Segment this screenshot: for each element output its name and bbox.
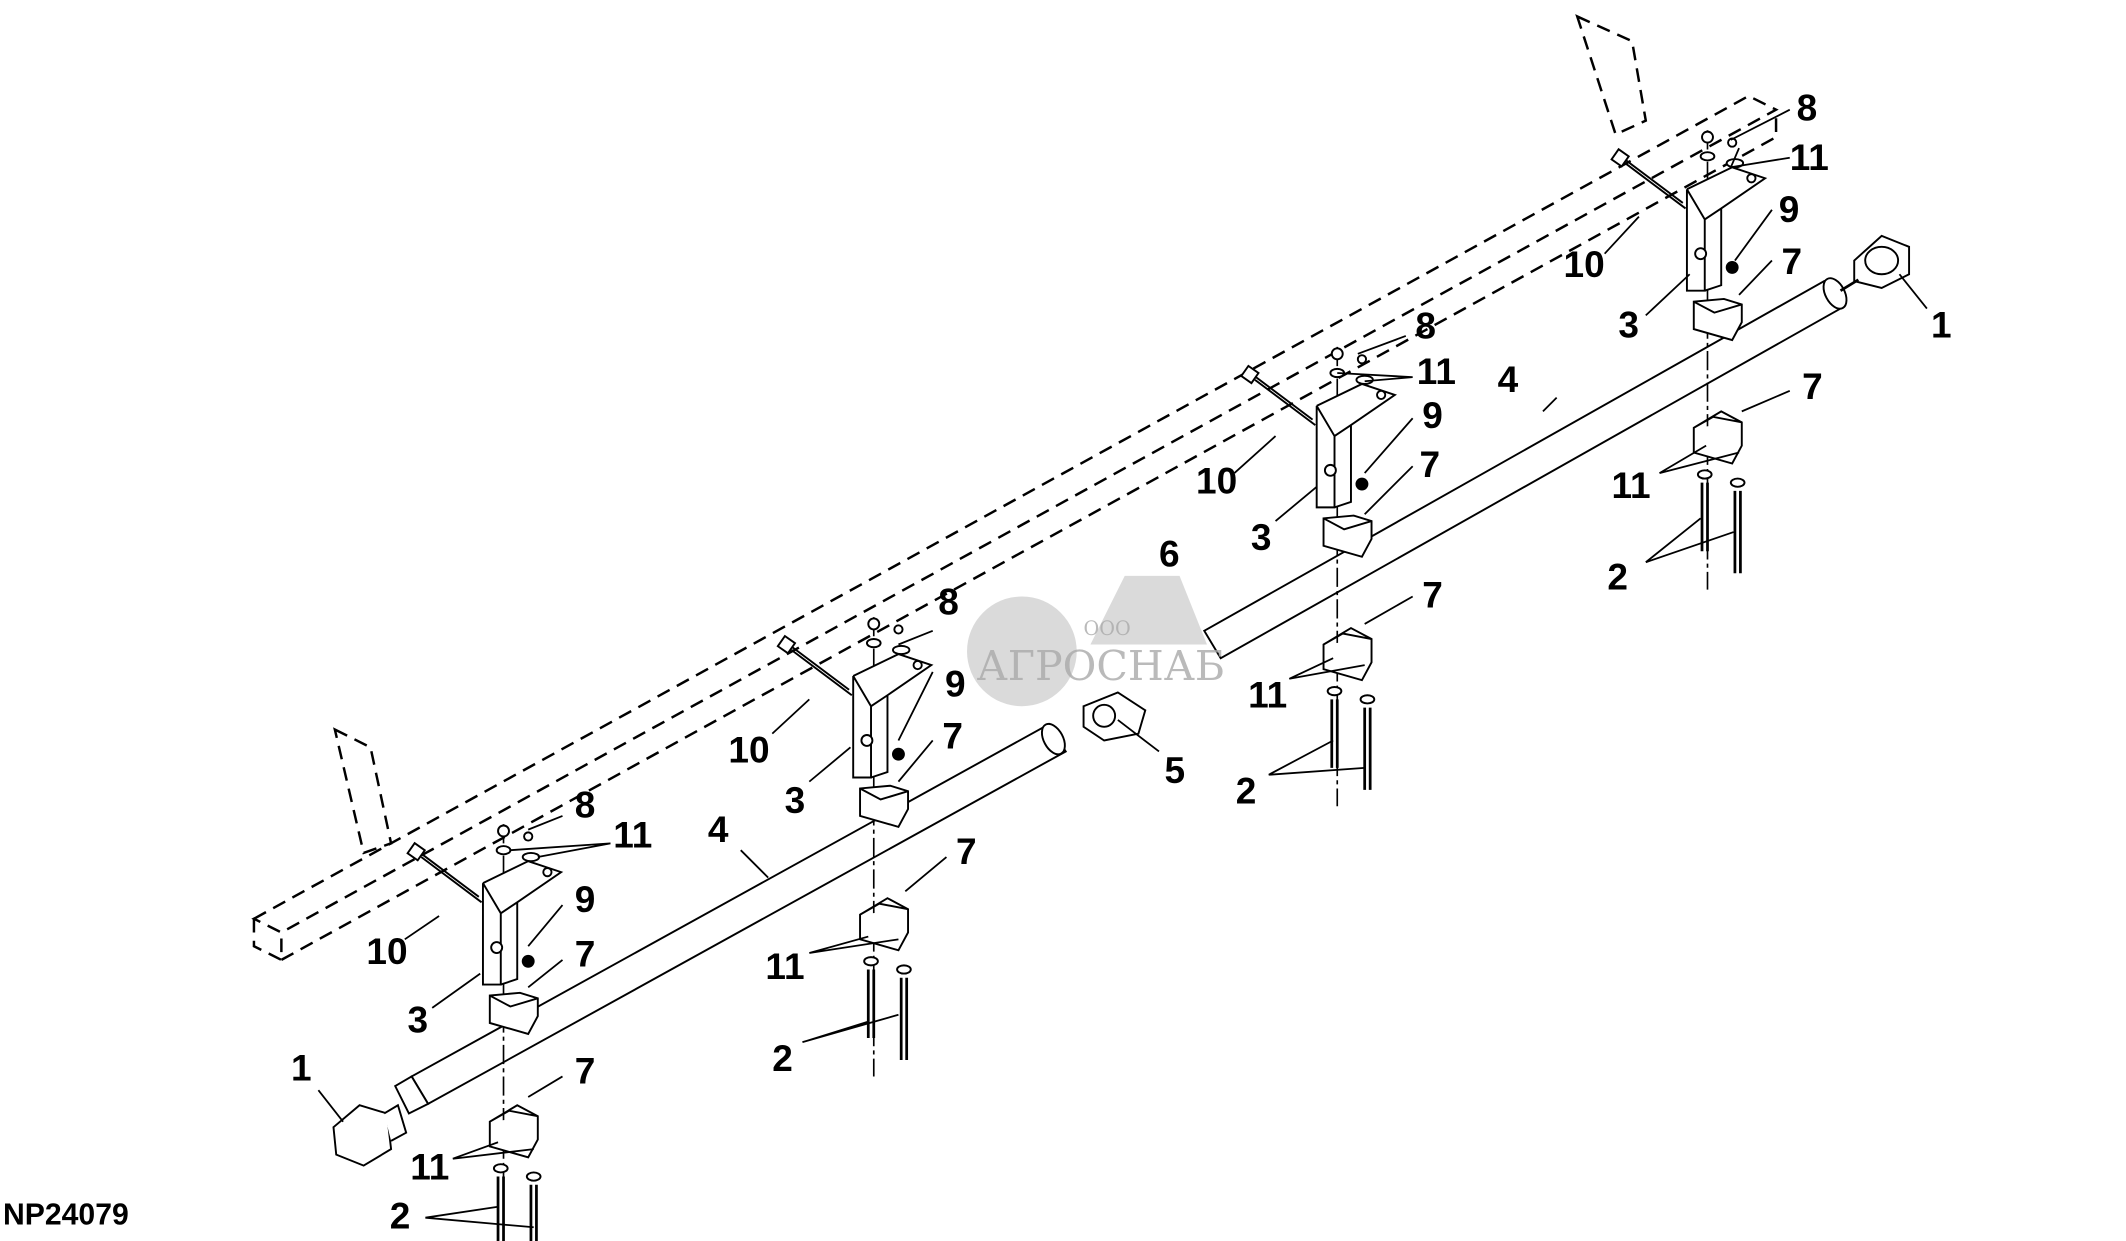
callout-10: 10	[366, 930, 407, 972]
callout-9: 9	[575, 878, 596, 920]
callout-2: 2	[1236, 770, 1257, 812]
callout-8: 8	[1415, 305, 1436, 347]
callout-8: 8	[1797, 87, 1818, 129]
callout-7: 7	[1782, 240, 1803, 282]
callout-10: 10	[728, 728, 769, 770]
callout-3: 3	[1618, 303, 1639, 345]
callout-11: 11	[1612, 464, 1651, 506]
callout-4: 4	[1498, 358, 1519, 400]
callout-11: 11	[765, 945, 804, 987]
callout-3: 3	[408, 999, 429, 1041]
callout-8: 8	[575, 783, 596, 825]
callout-11: 11	[1417, 350, 1456, 392]
diagram-code: NP24079	[3, 1199, 129, 1232]
leader-lines	[317, 108, 1928, 1229]
callout-9: 9	[1422, 394, 1443, 436]
callout-9: 9	[1779, 188, 1800, 230]
callout-2: 2	[772, 1037, 793, 1079]
callout-2: 2	[390, 1195, 411, 1237]
watermark-brand: АГРОСНАБ	[977, 642, 1225, 690]
callout-9: 9	[945, 663, 966, 705]
callout-11: 11	[1248, 674, 1287, 716]
callout-11: 11	[1790, 136, 1829, 178]
callout-7: 7	[956, 830, 977, 872]
callout-4: 4	[708, 808, 729, 850]
frame-tube-outline	[251, 14, 1779, 962]
pipe-right	[1202, 277, 1848, 660]
callout-11: 11	[613, 813, 652, 855]
callout-7: 7	[575, 1049, 596, 1091]
callout-6: 6	[1159, 532, 1180, 574]
callout-7: 7	[942, 715, 963, 757]
callout-7: 7	[575, 933, 596, 975]
callout-3: 3	[1251, 516, 1272, 558]
callout-8: 8	[938, 580, 959, 622]
callout-5: 5	[1164, 749, 1185, 791]
callout-11: 11	[410, 1145, 449, 1187]
callout-10: 10	[1564, 243, 1605, 285]
callout-7: 7	[1422, 573, 1443, 615]
plug-right	[1839, 234, 1911, 292]
callout-10: 10	[1196, 460, 1237, 502]
callout-3: 3	[785, 779, 806, 821]
callout-7: 7	[1420, 443, 1441, 485]
callout-2: 2	[1607, 556, 1628, 598]
callout-1: 1	[291, 1047, 312, 1089]
watermark-prefix: ООО	[1084, 617, 1131, 640]
pipe-left	[393, 722, 1068, 1115]
plug-left	[332, 1103, 408, 1167]
watermark-logo: ООО АГРОСНАБ	[967, 575, 1225, 707]
callout-1: 1	[1931, 303, 1952, 345]
callout-7: 7	[1802, 365, 1823, 407]
